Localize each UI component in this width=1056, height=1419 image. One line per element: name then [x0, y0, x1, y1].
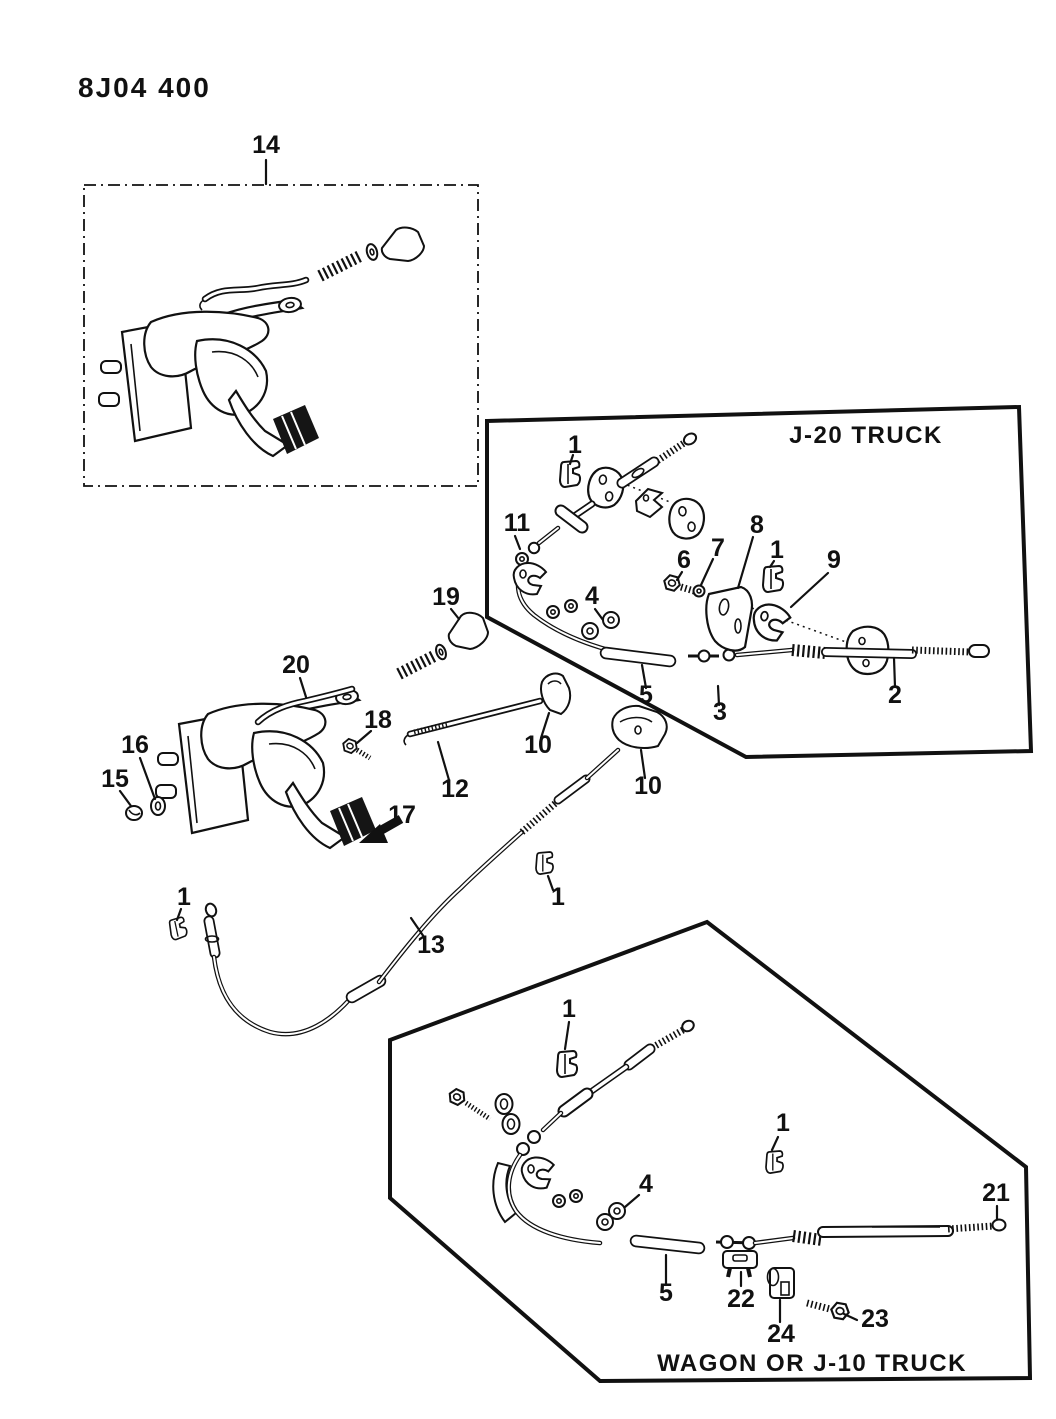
- header: 8J04 400: [78, 72, 211, 103]
- j20-section-title: J-20 TRUCK: [789, 422, 943, 449]
- hook-bracket-9: [749, 601, 793, 644]
- grommet: [494, 1093, 514, 1115]
- mount-bracket-8: [705, 585, 754, 652]
- wagon-boundary: [388, 919, 1033, 1384]
- part-callout-21: 21: [982, 1179, 1010, 1207]
- part-callout-8: 8: [750, 511, 764, 539]
- cable-clip: [556, 1050, 579, 1078]
- part-callout-4: 4: [639, 1170, 653, 1198]
- part-callout-9: 9: [827, 546, 841, 574]
- inset-pedal-assembly-art: [97, 226, 426, 458]
- part-callout-11: 11: [504, 509, 531, 537]
- part-callout-7: 7: [711, 534, 725, 562]
- cable-clip: [762, 565, 785, 593]
- part-callout-10: 10: [634, 772, 662, 800]
- wagon-section: WAGON OR J-10 TRUCK 1 1 4 5 21 22 23 24: [388, 919, 1033, 1384]
- part-callout-23: 23: [861, 1305, 889, 1333]
- j20-leaders: [513, 453, 897, 707]
- cable-clip: [535, 851, 554, 875]
- bracket-plate-2: [666, 496, 707, 541]
- main-leaders: [118, 607, 647, 939]
- j20-cable-art: [512, 432, 990, 676]
- wagon-section-title: WAGON OR J-10 TRUCK: [657, 1350, 967, 1377]
- part-callout-1: 1: [551, 883, 565, 911]
- part-callout-15: 15: [101, 765, 129, 793]
- part-callout-12: 12: [441, 775, 469, 803]
- retainer-24: [769, 1267, 795, 1299]
- part-callout-1: 1: [177, 883, 191, 911]
- part-callout-5: 5: [659, 1279, 673, 1307]
- pedal-body: [97, 295, 321, 458]
- part-callout-14: 14: [252, 131, 280, 159]
- j20-section: J-20 TRUCK 1 11 4 6 7 8 1 9 5 3 2: [485, 404, 1034, 760]
- part-callout-2: 2: [888, 681, 902, 709]
- cable-clamp-22: [722, 1250, 758, 1269]
- inset-dashed-border: [83, 184, 479, 487]
- washer-16: [150, 796, 166, 816]
- j20-boundary: [485, 404, 1034, 760]
- part-callout-6: 6: [677, 546, 691, 574]
- part-callout-20: 20: [282, 651, 310, 679]
- part-callout-17: 17: [388, 801, 416, 829]
- pedal-inset-section: 14: [83, 131, 479, 487]
- cable-channel-guide: [492, 1161, 518, 1224]
- hook-bracket: [519, 1154, 557, 1191]
- part-callout-19: 19: [432, 583, 460, 611]
- part-callout-16: 16: [121, 731, 149, 759]
- release-knob: [380, 226, 426, 263]
- part-callout-24: 24: [767, 1320, 795, 1348]
- main-assembly: 19 20 18 16 15 17 12 10 10 13 1 1: [101, 583, 668, 1037]
- part-callout-22: 22: [727, 1285, 755, 1313]
- wagon-leaders: [563, 1020, 999, 1324]
- cable-guide-10: [540, 672, 572, 716]
- part-callout-1: 1: [770, 536, 784, 564]
- part-callout-5: 5: [639, 681, 653, 709]
- page-code: 8J04 400: [78, 72, 211, 103]
- part-callout-1: 1: [568, 431, 582, 459]
- part-callout-18: 18: [364, 706, 392, 734]
- part-callout-1: 1: [562, 995, 576, 1023]
- main-pedal-art: [125, 611, 668, 1037]
- part-callout-1: 1: [776, 1109, 790, 1137]
- bolt: [445, 1086, 469, 1108]
- washer-15: [125, 805, 143, 821]
- washer-4: [581, 622, 599, 640]
- wagon-cable-art: [445, 1019, 1007, 1322]
- part-callout-10: 10: [524, 731, 552, 759]
- part-callout-13: 13: [417, 931, 445, 959]
- arrow-17: [359, 824, 388, 843]
- nut-7: [692, 584, 706, 598]
- release-knob-19: [447, 611, 490, 651]
- v-bracket: [635, 488, 663, 518]
- part-callout-4: 4: [585, 582, 599, 610]
- bolt-23: [828, 1300, 852, 1322]
- part-callout-3: 3: [713, 698, 727, 726]
- cable-clip: [765, 1150, 784, 1174]
